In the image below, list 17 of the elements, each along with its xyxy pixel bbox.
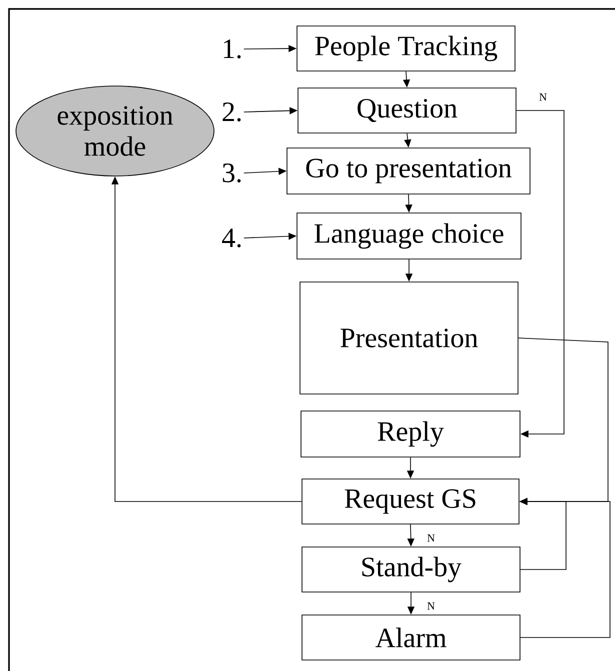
process-box: Question — [298, 88, 516, 134]
process-box: People Tracking — [296, 26, 516, 72]
step-number: 1. — [224, 40, 241, 58]
step-number: 2. — [222, 102, 241, 122]
step-number: 3. — [222, 164, 241, 182]
process-box: Stand-by — [302, 546, 520, 592]
arrow — [516, 110, 564, 438]
edge-label: N — [538, 92, 548, 102]
process-box: Request GS — [302, 478, 520, 524]
process-box: Go to presentation — [286, 148, 530, 194]
process-box: Language choice — [296, 212, 522, 260]
step-number: 4. — [222, 228, 241, 248]
edge-label: N — [426, 533, 436, 543]
edge-label: N — [426, 601, 436, 611]
process-box: Reply — [300, 410, 520, 458]
process-box: Presentation — [300, 282, 518, 394]
process-box: Alarm — [302, 614, 520, 660]
